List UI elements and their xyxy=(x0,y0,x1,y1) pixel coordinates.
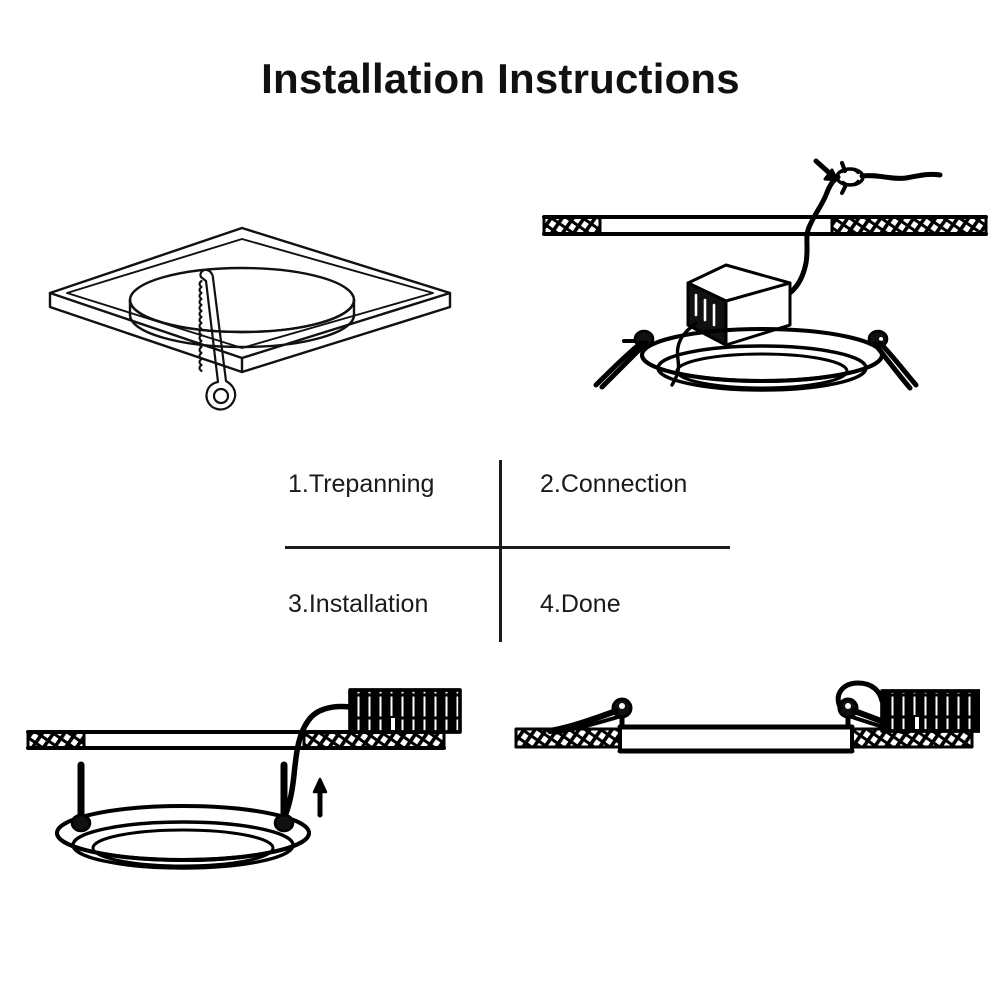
driver-box xyxy=(348,688,462,734)
spring-clip-right xyxy=(867,329,919,391)
figure-installation xyxy=(20,655,490,910)
page-title: Installation Instructions xyxy=(261,55,740,102)
wire xyxy=(279,703,353,826)
figure-connection xyxy=(540,155,990,410)
step-label-connection: 2.Connection xyxy=(540,470,688,498)
step-label-trepanning: 1.Trepanning xyxy=(288,470,435,498)
figure-trepanning xyxy=(20,215,470,430)
step-label-done: 4.Done xyxy=(540,590,621,618)
wire-connector xyxy=(835,167,865,187)
led-driver-box xyxy=(686,263,792,347)
spring-clip-right-raised xyxy=(273,761,295,833)
pointer-arrow xyxy=(813,158,848,195)
figure-done xyxy=(510,655,980,830)
ceiling-board xyxy=(48,226,452,374)
ceiling-slab xyxy=(542,215,988,236)
circular-hole xyxy=(128,266,356,349)
ceiling-slab xyxy=(26,730,446,750)
ceiling-slab xyxy=(514,727,974,749)
hole-saw-tool xyxy=(198,268,237,411)
downlight-panel-flush xyxy=(617,724,855,754)
driver-box xyxy=(880,689,980,733)
spring-clip-left xyxy=(593,329,655,390)
legend-divider-vertical xyxy=(499,460,502,642)
step-label-installation: 3.Installation xyxy=(288,590,429,618)
legend-divider-horizontal xyxy=(285,546,730,549)
downlight-panel xyxy=(55,804,311,870)
spring-clip-left-flat xyxy=(547,697,633,735)
step-legend: 1.Trepanning 2.Connection 3.Installation… xyxy=(270,450,730,650)
push-up-arrow xyxy=(312,777,328,818)
spring-clip-left-raised xyxy=(70,761,92,833)
